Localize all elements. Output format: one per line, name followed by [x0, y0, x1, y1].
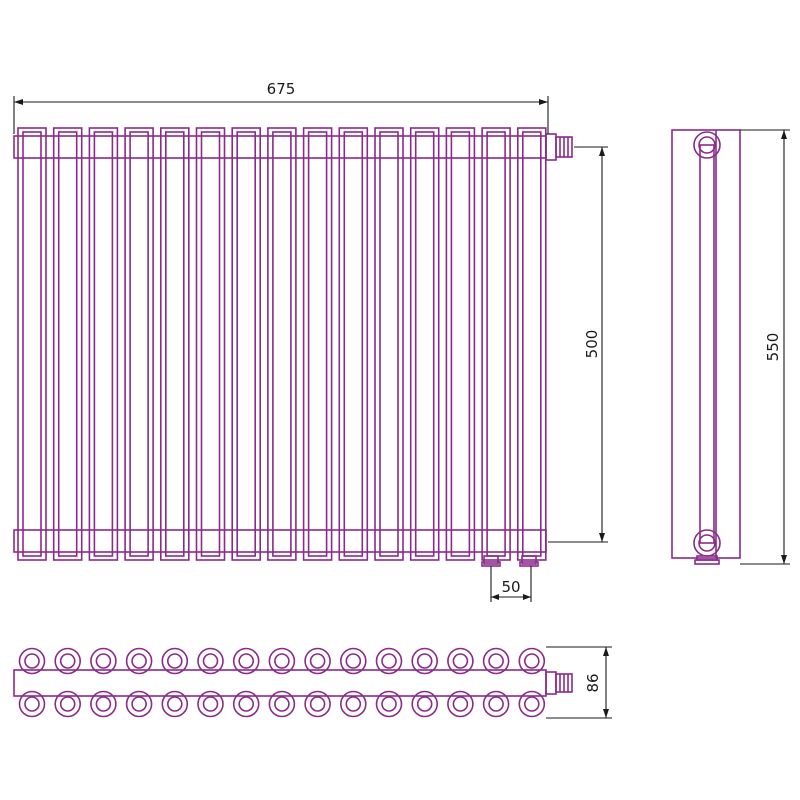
section-top-pair — [375, 647, 403, 718]
section-top-pair — [161, 647, 189, 718]
radiator-section — [17, 127, 47, 561]
radiator-section — [195, 127, 226, 561]
section-top-pair — [447, 647, 474, 718]
radiator-section — [124, 127, 154, 561]
radiator-section — [160, 127, 190, 561]
overall-height-dimension — [740, 129, 790, 565]
side-top-port-inner — [698, 136, 716, 154]
radiator-section — [481, 127, 511, 561]
radiator-section — [88, 127, 119, 561]
section-top-pair — [90, 647, 117, 718]
section-top-pair — [268, 647, 296, 718]
front-view — [13, 127, 573, 567]
top-view — [13, 647, 573, 718]
side-bottom-port-inner — [698, 534, 716, 552]
section-top-pair — [125, 647, 153, 718]
section-top-pair — [232, 647, 260, 718]
depth-dimension — [546, 646, 612, 719]
section-top-pair — [54, 647, 81, 718]
radiator-section — [516, 127, 547, 561]
radiator-section — [302, 127, 333, 561]
section-top-pair — [197, 647, 224, 718]
side-panel-outer — [671, 129, 741, 559]
top-connection-fitting — [545, 133, 573, 161]
depth-label: 86 — [584, 673, 602, 692]
radiator-section — [267, 127, 297, 561]
side-view — [671, 129, 741, 565]
radiator-section — [445, 127, 476, 561]
section-top-pair — [482, 647, 510, 718]
axis-height-label: 500 — [583, 330, 601, 359]
pipe-spacing-label: 50 — [501, 578, 520, 596]
width-dimension — [13, 96, 549, 134]
radiator-section — [409, 127, 440, 561]
section-top-pair — [518, 647, 546, 718]
section-top-pair — [18, 647, 46, 718]
section-top-pair — [339, 647, 367, 718]
axis-height-dimension — [548, 146, 608, 543]
section-top-pair — [304, 647, 331, 718]
side-top-port-outer — [693, 131, 721, 159]
side-column — [699, 144, 715, 544]
radiator-section — [338, 127, 369, 561]
section-top-pair — [411, 647, 439, 718]
radiator-section — [374, 127, 404, 561]
radiator-section — [52, 127, 83, 561]
top-view-fitting — [545, 671, 573, 695]
pipe-spacing-dimension — [490, 566, 532, 602]
width-label: 675 — [267, 80, 296, 98]
overall-height-label: 550 — [764, 333, 782, 362]
radiator-section — [231, 127, 261, 561]
